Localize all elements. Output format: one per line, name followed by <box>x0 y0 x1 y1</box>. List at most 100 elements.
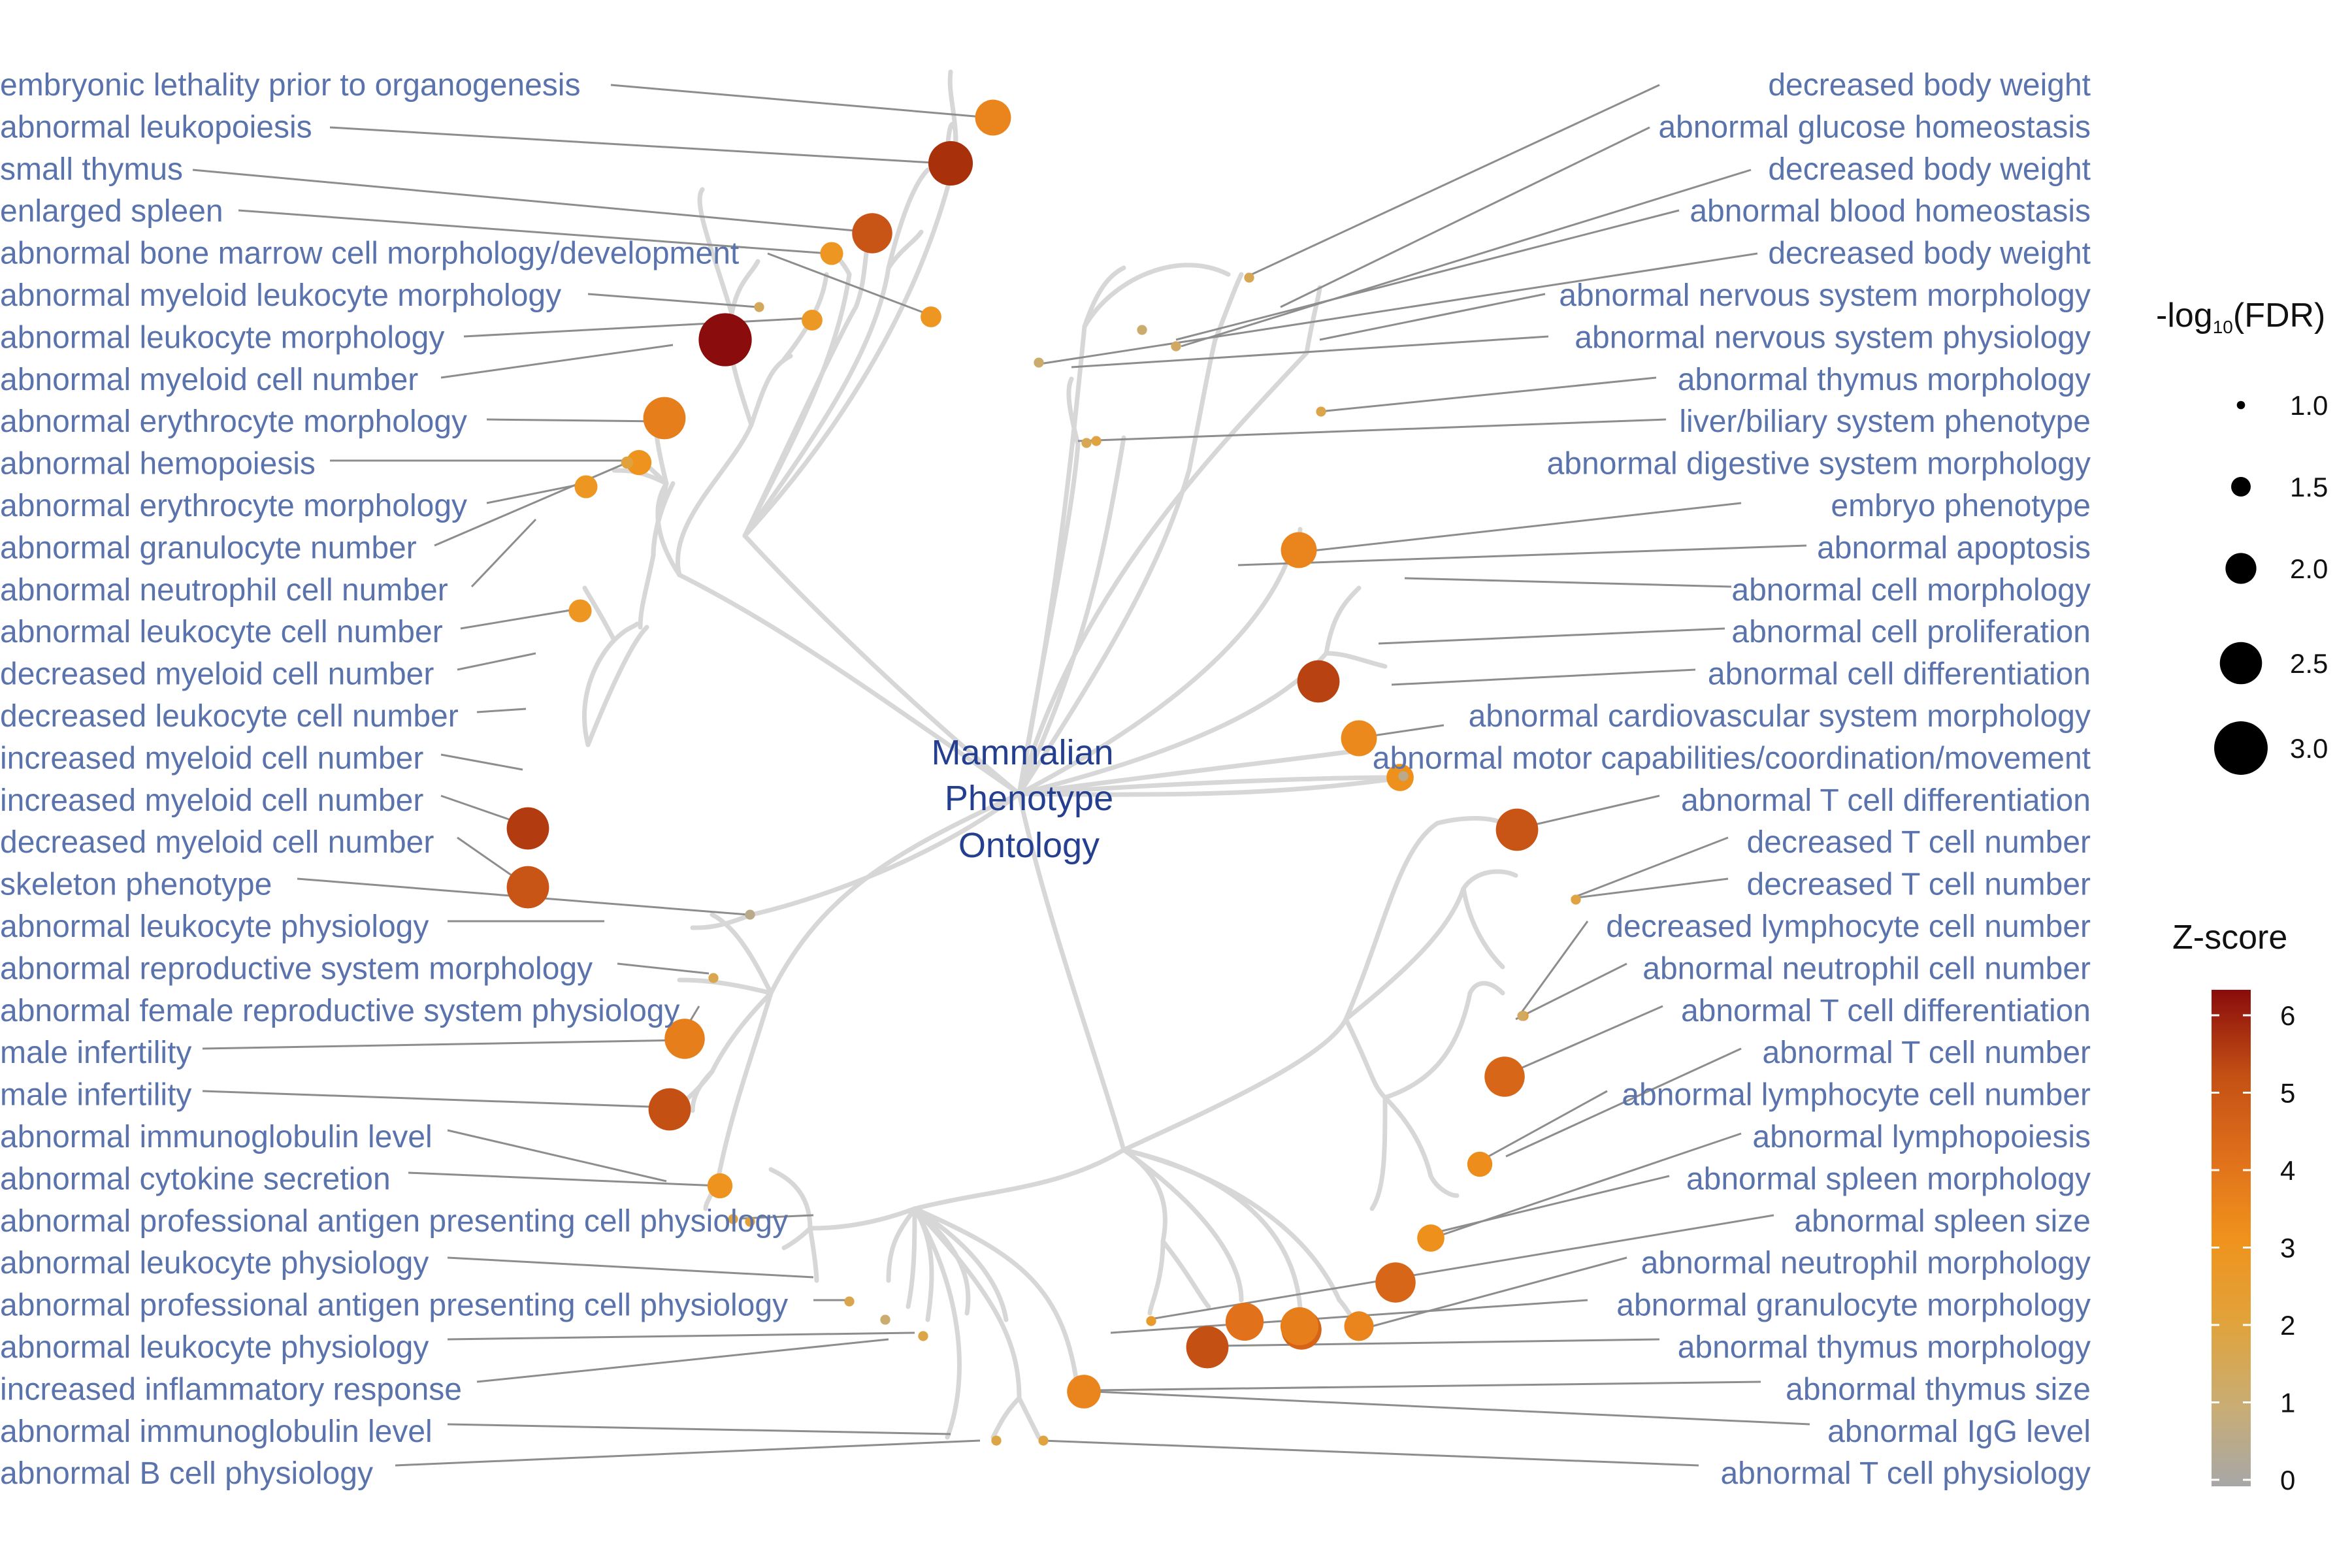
left-label: abnormal neutrophil cell number <box>0 573 448 608</box>
left-label: abnormal hemopoiesis <box>0 447 316 482</box>
term-node <box>802 310 823 331</box>
right-label: abnormal apoptosis <box>1817 531 2091 565</box>
left-label: increased myeloid cell number <box>0 783 423 818</box>
zscore-colorbar <box>2212 990 2251 1486</box>
left-label: abnormal immunoglobulin level <box>0 1120 433 1154</box>
colorbar-tick-label: 6 <box>2280 1000 2295 1031</box>
right-label: abnormal nervous system morphology <box>1559 278 2091 313</box>
right-label: decreased body weight <box>1768 68 2091 103</box>
term-node <box>621 456 634 469</box>
right-label: abnormal spleen morphology <box>1686 1162 2091 1196</box>
right-label: abnormal motor capabilities/coordination… <box>1373 741 2091 776</box>
term-node <box>1341 720 1377 757</box>
size-legend-dot <box>2236 400 2246 410</box>
left-label: decreased myeloid cell number <box>0 657 434 692</box>
term-node <box>648 1088 691 1131</box>
term-node <box>1225 1302 1264 1341</box>
term-node <box>1081 438 1092 448</box>
term-node <box>1316 406 1326 417</box>
label-connectors <box>192 84 1810 1467</box>
colorbar-tick-label: 1 <box>2280 1388 2295 1418</box>
left-label: abnormal female reproductive system phys… <box>0 994 679 1028</box>
size-legend-title: -log10(FDR) <box>2156 297 2325 337</box>
term-node <box>918 1331 928 1341</box>
left-label: abnormal reproductive system morphology <box>0 951 593 986</box>
right-label: abnormal T cell differentiation <box>1681 994 2091 1028</box>
term-node <box>707 1173 733 1199</box>
tree-nodes <box>506 99 1581 1446</box>
colorbar-tick-label: 2 <box>2280 1310 2295 1341</box>
left-label: male infertility <box>0 1078 191 1113</box>
left-label: decreased myeloid cell number <box>0 825 434 860</box>
left-label: skeleton phenotype <box>0 868 272 902</box>
term-node <box>728 1214 738 1224</box>
left-label: abnormal leukocyte cell number <box>0 615 443 649</box>
left-label: abnormal leukocyte physiology <box>0 1330 429 1365</box>
left-label: increased inflammatory response <box>0 1372 462 1407</box>
color-legend-title: Z-score <box>2172 919 2287 956</box>
left-label: abnormal leukocyte physiology <box>0 1246 429 1281</box>
left-label: embryonic lethality prior to organogenes… <box>0 68 580 103</box>
size-legend-label: 1.0 <box>2290 390 2328 421</box>
term-node <box>708 973 719 983</box>
size-legend-label: 1.5 <box>2290 472 2328 502</box>
left-term-labels: embryonic lethality prior to organogenes… <box>0 68 788 1491</box>
left-label: abnormal granulocyte number <box>0 531 417 565</box>
right-label: embryo phenotype <box>1831 489 2091 523</box>
term-node <box>745 1217 755 1227</box>
colorbar-tick-label: 3 <box>2280 1233 2295 1264</box>
term-node <box>1171 341 1181 351</box>
term-node <box>1398 771 1409 781</box>
left-label: abnormal immunoglobulin level <box>0 1414 433 1449</box>
right-label: abnormal thymus morphology <box>1678 1330 2091 1365</box>
term-node <box>1375 1262 1416 1303</box>
term-node <box>844 1296 855 1307</box>
right-label: abnormal cardiovascular system morpholog… <box>1469 699 2091 734</box>
left-label: male infertility <box>0 1036 191 1070</box>
size-legend-label: 2.0 <box>2290 553 2328 584</box>
root-label-line-2: Phenotype <box>945 779 1113 818</box>
left-label: abnormal cytokine secretion <box>0 1162 391 1196</box>
right-label: abnormal IgG level <box>1827 1414 2091 1449</box>
right-label: abnormal T cell physiology <box>1720 1456 2091 1491</box>
size-legend-dot <box>2214 721 2268 775</box>
right-label: abnormal lymphopoiesis <box>1752 1120 2091 1154</box>
colorbar-tick-label: 4 <box>2280 1155 2295 1186</box>
right-label: abnormal spleen size <box>1794 1204 2091 1239</box>
size-legend-label: 2.5 <box>2290 648 2328 679</box>
right-label: abnormal lymphocyte cell number <box>1622 1078 2091 1113</box>
left-label: abnormal professional antigen presenting… <box>0 1204 788 1239</box>
term-node <box>574 475 598 498</box>
size-legend-dot <box>2231 477 2251 497</box>
term-node <box>568 599 592 623</box>
right-label: abnormal thymus morphology <box>1678 363 2091 397</box>
term-node <box>626 449 652 476</box>
size-legend-dot <box>2225 553 2257 584</box>
right-label: decreased body weight <box>1768 237 2091 271</box>
right-label: liver/biliary system phenotype <box>1679 404 2091 439</box>
colorbar-tick-label: 5 <box>2280 1078 2295 1109</box>
size-legend-label: 3.0 <box>2290 733 2328 764</box>
term-node <box>1417 1224 1445 1252</box>
left-label: decreased leukocyte cell number <box>0 699 459 734</box>
term-node <box>991 1435 1002 1446</box>
term-node <box>698 313 752 367</box>
left-label: abnormal leukocyte morphology <box>0 320 444 355</box>
term-node <box>1517 1011 1527 1021</box>
right-label: abnormal digestive system morphology <box>1547 447 2091 482</box>
term-node <box>506 807 549 850</box>
right-label: abnormal cell proliferation <box>1731 615 2091 649</box>
left-label: small thymus <box>0 152 183 187</box>
left-label: abnormal bone marrow cell morphology/dev… <box>0 237 739 271</box>
size-legend: -log10(FDR) 1.0 1.5 2.0 2.5 3.0 <box>2156 297 2328 775</box>
left-label: abnormal professional antigen presenting… <box>0 1288 788 1323</box>
term-node <box>745 909 755 920</box>
term-node <box>928 140 973 186</box>
term-node <box>1297 660 1340 703</box>
term-node <box>1146 1316 1156 1326</box>
colorbar-tick-label: 0 <box>2280 1465 2295 1495</box>
term-node <box>880 1315 890 1325</box>
tree-branches <box>582 69 1518 1440</box>
